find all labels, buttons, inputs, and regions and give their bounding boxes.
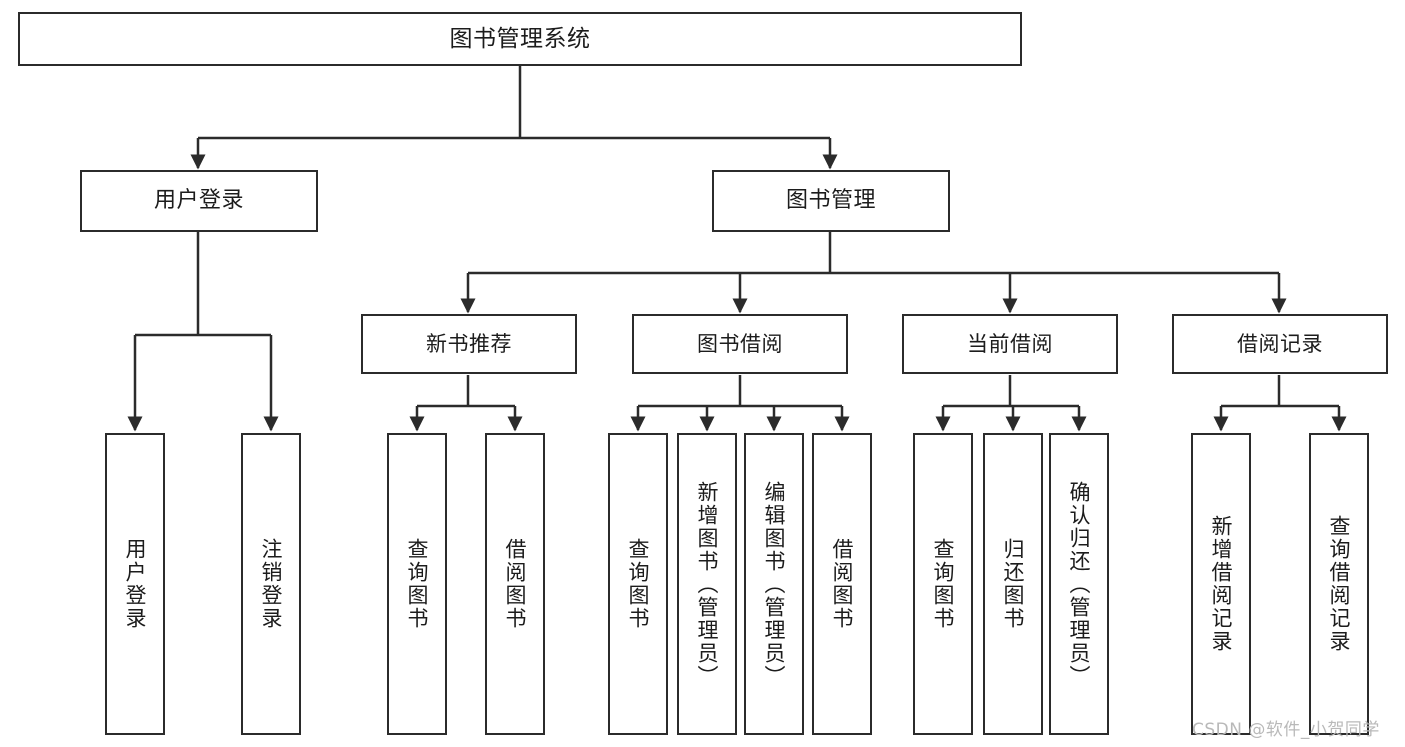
node-leaf-add-book-admin-label: 新增图书（管理员） (695, 480, 720, 688)
node-leaf-borrow-book-newbook[interactable]: 借阅图书 (485, 433, 545, 735)
node-leaf-borrow-book[interactable]: 借阅图书 (812, 433, 872, 735)
node-book-borrow[interactable]: 图书借阅 (632, 314, 848, 374)
node-leaf-query-borrow-record-label: 查询借阅记录 (1327, 515, 1352, 653)
node-book-management-label: 图书管理 (785, 188, 876, 214)
node-leaf-logout-label: 注销登录 (259, 538, 284, 630)
node-leaf-query-book-current[interactable]: 查询图书 (913, 433, 973, 735)
node-leaf-add-book-admin[interactable]: 新增图书（管理员） (677, 433, 737, 735)
node-leaf-edit-book-admin-label: 编辑图书（管理员） (762, 480, 787, 688)
node-book-management[interactable]: 图书管理 (712, 170, 950, 232)
node-user-login-label: 用户登录 (153, 188, 244, 214)
node-leaf-query-book-newbook[interactable]: 查询图书 (387, 433, 447, 735)
node-root-book-management-system[interactable]: 图书管理系统 (18, 12, 1022, 66)
node-leaf-query-borrow-record[interactable]: 查询借阅记录 (1309, 433, 1369, 735)
node-leaf-add-borrow-record[interactable]: 新增借阅记录 (1191, 433, 1251, 735)
node-leaf-query-book-newbook-label: 查询图书 (405, 538, 430, 630)
node-leaf-query-book-borrow[interactable]: 查询图书 (608, 433, 668, 735)
node-current-borrow[interactable]: 当前借阅 (902, 314, 1118, 374)
node-leaf-return-book-label: 归还图书 (1001, 538, 1026, 630)
node-leaf-borrow-book-label: 借阅图书 (830, 538, 855, 630)
node-leaf-add-borrow-record-label: 新增借阅记录 (1209, 515, 1234, 653)
node-leaf-logout[interactable]: 注销登录 (241, 433, 301, 735)
node-leaf-user-login-label: 用户登录 (123, 538, 148, 630)
node-leaf-confirm-return-admin[interactable]: 确认归还（管理员） (1049, 433, 1109, 735)
node-leaf-query-book-current-label: 查询图书 (931, 538, 956, 630)
node-borrow-record-label: 借阅记录 (1237, 331, 1323, 356)
node-user-login[interactable]: 用户登录 (80, 170, 318, 232)
node-book-borrow-label: 图书借阅 (697, 331, 783, 356)
node-leaf-confirm-return-admin-label: 确认归还（管理员） (1067, 480, 1092, 688)
node-leaf-query-book-borrow-label: 查询图书 (626, 538, 651, 630)
node-leaf-edit-book-admin[interactable]: 编辑图书（管理员） (744, 433, 804, 735)
node-root-label: 图书管理系统 (449, 25, 591, 52)
node-new-book-recommend-label: 新书推荐 (426, 331, 512, 356)
node-current-borrow-label: 当前借阅 (967, 331, 1053, 356)
node-borrow-record[interactable]: 借阅记录 (1172, 314, 1388, 374)
node-leaf-return-book[interactable]: 归还图书 (983, 433, 1043, 735)
node-leaf-user-login[interactable]: 用户登录 (105, 433, 165, 735)
node-new-book-recommend[interactable]: 新书推荐 (361, 314, 577, 374)
node-leaf-borrow-book-newbook-label: 借阅图书 (503, 538, 528, 630)
